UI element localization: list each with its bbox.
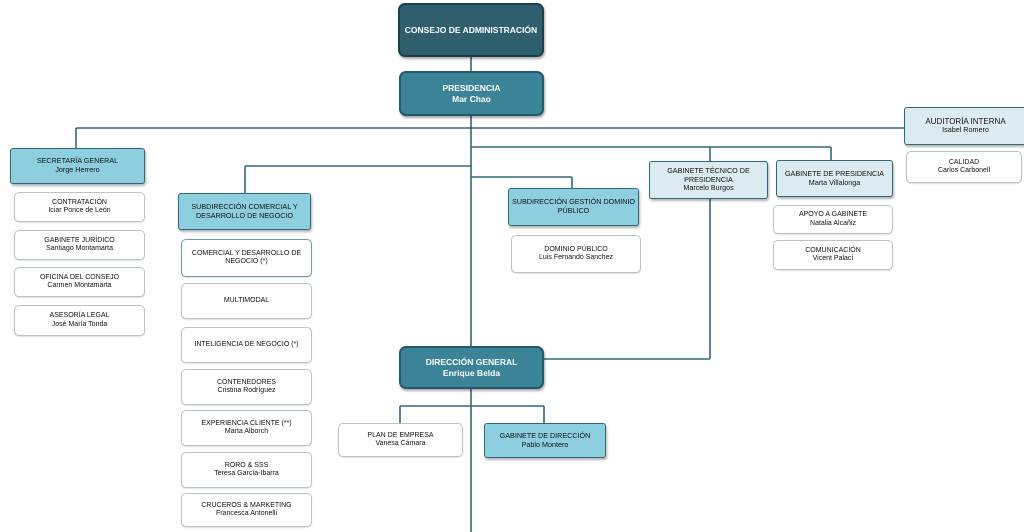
subdominio-title: SUBDIRECCIÓN GESTIÓN DOMINIO PÚBLICO [512, 197, 635, 215]
comercial-unit: COMERCIAL Y DESARROLLO DE NEGOCIO (*) [181, 239, 312, 277]
unit-person: Carmen Montamarta [47, 282, 112, 289]
dominio-box: DOMINIO PÚBLICO Luis Fernando Sanchez [511, 235, 641, 273]
direccion-box: DIRECCIÓN GENERAL Enrique Belda [399, 346, 544, 389]
gabtecnico-title: GABINETE TÉCNICO DE PRESIDENCIA [667, 166, 750, 184]
auditoria-title: AUDITORÍA INTERNA [925, 116, 1006, 126]
auditoria-box: AUDITORÍA INTERNA Isabel Romero [904, 107, 1024, 145]
plan-box: PLAN DE EMPRESA Vanesa Cámara [338, 423, 463, 457]
unit-person: Marta Alborch [224, 428, 269, 435]
unit-title: CONTRATACIÓN [52, 198, 107, 206]
unit-title: OFICINA DEL CONSEJO [39, 273, 120, 281]
comercial-unit: RORO & SSS Teresa García-Ibarra [181, 452, 312, 488]
subcomercial-box: SUBDIRECCIÓN COMERCIAL Y DESARROLLO DE N… [178, 193, 311, 230]
unit-title: GABINETE JURÍDICO [44, 236, 115, 244]
gabdireccion-box: GABINETE DE DIRECCIÓN Pablo Montero [484, 423, 606, 458]
gabpresidencia-box: GABINETE DE PRESIDENCIA Marta Villalonga [776, 160, 893, 197]
unit-title: RORO & SSS [224, 461, 269, 469]
plan-person: Vanesa Cámara [375, 440, 426, 447]
comercial-unit: CRUCEROS & MARKETING Francesca Antonelli [181, 493, 312, 527]
comercial-unit: MULTIMODAL [181, 283, 312, 319]
unit-person: Santiago Montamarta [46, 245, 113, 252]
plan-title: PLAN DE EMPRESA [367, 431, 434, 439]
gabdireccion-title: GABINETE DE DIRECCIÓN [499, 430, 591, 440]
comunicacion-box: COMUNICACIÓN Vicent Palací [773, 240, 893, 270]
comercial-unit: INTELIGENCIA DE NEGOCIO (*) [181, 327, 312, 363]
comunicacion-title: COMUNICACIÓN [805, 246, 861, 254]
gabdireccion-person: Pablo Montero [521, 439, 569, 449]
subcomercial-title: SUBDIRECCIÓN COMERCIAL Y DESARROLLO DE N… [191, 201, 298, 220]
direccion-title: DIRECCIÓN GENERAL [425, 357, 518, 368]
subdominio-box: SUBDIRECCIÓN GESTIÓN DOMINIO PÚBLICO [508, 188, 639, 226]
auditoria-person: Isabel Romero [942, 125, 989, 135]
unit-person: José María Tonda [51, 320, 108, 328]
secretaria-unit: CONTRATACIÓN Iciar Ponce de León [14, 192, 145, 222]
presidencia-title: PRESIDENCIA [442, 83, 501, 94]
consejo-title: CONSEJO DE ADMINISTRACIÓN [404, 24, 538, 35]
unit-title: COMERCIAL Y DESARROLLO DE NEGOCIO (*) [191, 249, 302, 265]
secretaria-title: SECRETARÍA GENERAL [36, 156, 119, 166]
direccion-person: Enrique Belda [442, 367, 501, 378]
gabtecnico-box: GABINETE TÉCNICO DE PRESIDENCIA Marcelo … [649, 161, 768, 199]
unit-title: CRUCEROS & MARKETING [201, 501, 292, 509]
unit-title: MULTIMODAL [223, 296, 270, 304]
unit-person: Teresa García-Ibarra [214, 470, 279, 477]
unit-title: CONTENEDORES [216, 378, 277, 386]
secretaria-person: Jorge Herrero [55, 165, 100, 174]
unit-person: Francesca Antonelli [215, 510, 278, 517]
comercial-unit: EXPERIENCIA CLIENTE (**) Marta Alborch [181, 410, 312, 446]
gabtecnico-person: Marcelo Burgos [683, 183, 734, 193]
presidencia-box: PRESIDENCIA Mar Chao [399, 71, 544, 116]
secretaria-box: SECRETARÍA GENERAL Jorge Herrero [10, 148, 145, 184]
apoyo-title: APOYO A GABINETE [798, 211, 868, 219]
unit-title: INTELIGENCIA DE NEGOCIO (*) [194, 340, 299, 348]
unit-person: Iciar Ponce de León [48, 207, 111, 214]
secretaria-unit: GABINETE JURÍDICO Santiago Montamarta [14, 230, 145, 260]
unit-title: ASESORÍA LEGAL [49, 312, 110, 320]
secretaria-unit: ASESORÍA LEGAL José María Tonda [14, 305, 145, 336]
comercial-unit: CONTENEDORES Cristina Rodríguez [181, 369, 312, 405]
apoyo-person: Natalia Alcañiz [810, 219, 856, 227]
gabpresidencia-title: GABINETE DE PRESIDENCIA [784, 168, 885, 178]
unit-person: Cristina Rodríguez [217, 387, 276, 394]
calidad-title: CALIDAD [948, 158, 980, 166]
dominio-title: DOMINIO PÚBLICO [544, 245, 608, 253]
consejo-box: CONSEJO DE ADMINISTRACIÓN [398, 3, 544, 57]
secretaria-unit: OFICINA DEL CONSEJO Carmen Montamarta [14, 267, 145, 297]
apoyo-box: APOYO A GABINETE Natalia Alcañiz [773, 205, 893, 234]
presidencia-person: Mar Chao [452, 93, 491, 104]
gabpresidencia-person: Marta Villalonga [808, 177, 861, 187]
dominio-person: Luis Fernando Sanchez [539, 254, 613, 261]
calidad-box: CALIDAD Carlos Carbonell [906, 151, 1022, 183]
calidad-person: Carlos Carbonell [937, 167, 991, 174]
unit-title: EXPERIENCIA CLIENTE (**) [201, 419, 292, 427]
comunicacion-person: Vicent Palací [812, 255, 854, 262]
